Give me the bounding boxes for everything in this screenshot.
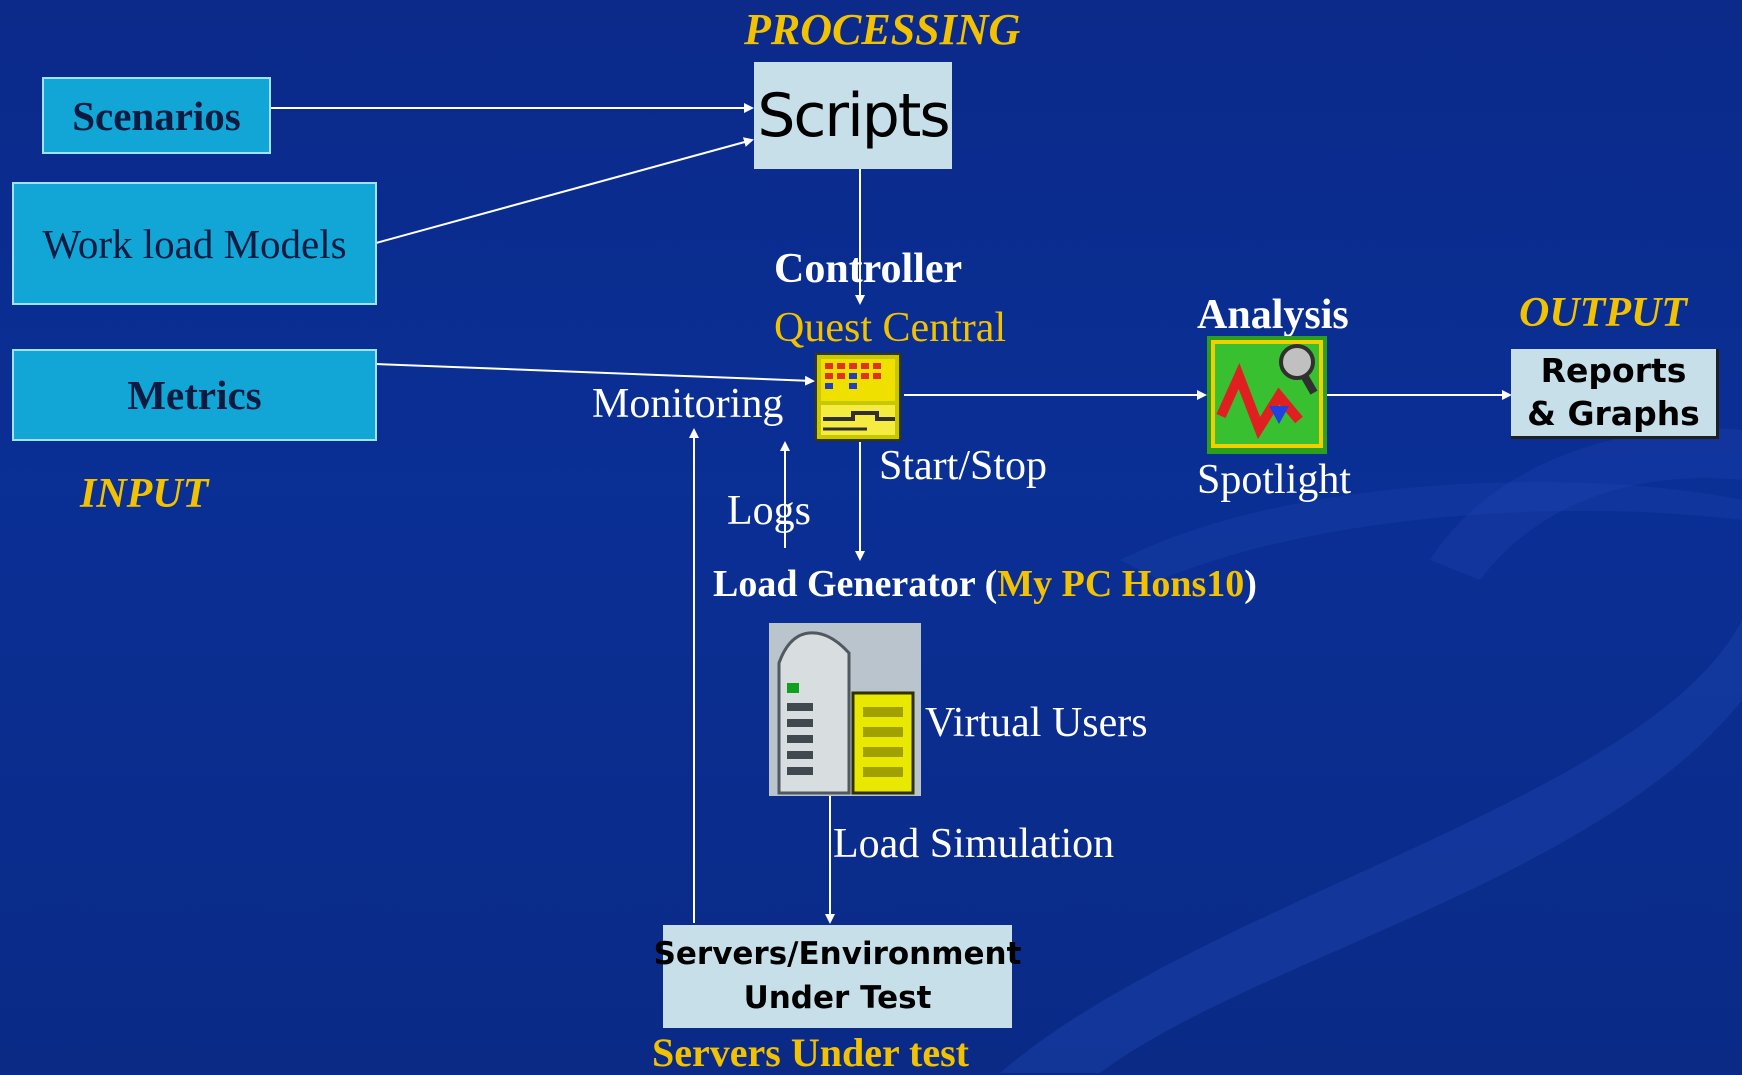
load-generator-suffix: )	[1244, 563, 1257, 605]
load-generator-icon	[769, 623, 921, 796]
servers-box-line1: Servers/Environment	[653, 936, 1022, 973]
start-stop-label: Start/Stop	[879, 443, 1048, 489]
arrow-metrics-to-controller	[375, 363, 815, 386]
input-heading: INPUT	[80, 471, 209, 517]
monitoring-label: Monitoring	[592, 381, 784, 427]
controller-heading: Controller	[774, 246, 963, 292]
metrics-box: Metrics	[12, 349, 377, 441]
scenarios-box: Scenarios	[42, 77, 271, 154]
reports-line1: Reports	[1540, 350, 1687, 390]
logs-label: Logs	[727, 488, 811, 534]
load-generator-host: My PC Hons10	[997, 563, 1245, 605]
controller-icon	[815, 353, 901, 441]
servers-box: Servers/Environment Under Test	[654, 925, 1021, 1028]
servers-box-line2: Under Test	[743, 979, 932, 1016]
arrow-workload-to-scripts	[375, 137, 754, 244]
output-heading: OUTPUT	[1519, 290, 1687, 336]
workload-models-label: Work load Models	[42, 220, 347, 267]
load-simulation-label: Load Simulation	[833, 821, 1115, 867]
scripts-box: Scripts	[754, 62, 952, 169]
reports-line2: & Graphs	[1527, 393, 1700, 433]
scenarios-label: Scenarios	[72, 92, 241, 139]
analysis-heading: Analysis	[1197, 292, 1349, 338]
spotlight-label: Spotlight	[1197, 457, 1352, 503]
load-generator-prefix: Load Generator (	[713, 563, 998, 605]
scripts-label: Scripts	[757, 80, 950, 151]
spotlight-icon	[1207, 336, 1327, 454]
servers-caption: Servers Under test	[652, 1030, 969, 1075]
virtual-users-label: Virtual Users	[925, 700, 1148, 746]
workload-models-box: Work load Models	[12, 182, 377, 305]
load-generator-heading: Load Generator (My PC Hons10)	[713, 565, 1257, 603]
reports-graphs-box: Reports & Graphs	[1511, 349, 1719, 439]
processing-heading: PROCESSING	[744, 5, 1021, 54]
metrics-label: Metrics	[127, 372, 262, 418]
quest-central-label: Quest Central	[774, 305, 1007, 351]
